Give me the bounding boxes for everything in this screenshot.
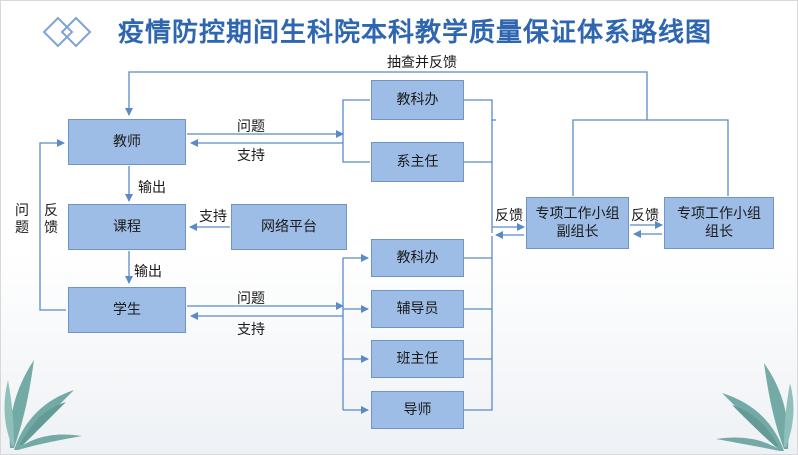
- palm-leaf-right-decoration: [716, 363, 794, 451]
- deputy-leader-box: 专项工作小组副组长: [526, 197, 629, 249]
- dept-head-box: 系主任: [371, 142, 464, 182]
- feedback-right-label: 反馈: [631, 208, 659, 224]
- output-label-2: 输出: [134, 264, 162, 280]
- class-teacher-box: 班主任: [371, 340, 464, 378]
- teacher-box: 教师: [68, 119, 186, 165]
- page-title: 疫情防控期间生科院本科教学质量保证体系路线图: [118, 18, 713, 48]
- question-top-label: 问题: [237, 119, 265, 135]
- palm-leaf-left-decoration: [4, 360, 82, 450]
- support-top-label: 支持: [237, 148, 265, 164]
- diamond-logo-icon: [42, 16, 92, 48]
- office-top-box: 教科办: [371, 80, 464, 120]
- student-box: 学生: [68, 287, 186, 333]
- counselor-box: 辅导员: [371, 290, 464, 328]
- question-bottom-label: 问题: [237, 291, 265, 307]
- support-platform-label: 支持: [199, 209, 227, 225]
- output-label-1: 输出: [138, 180, 166, 196]
- left-feedback-label: 反馈: [44, 203, 58, 236]
- course-box: 课程: [68, 204, 186, 250]
- left-question-label: 问题: [15, 203, 29, 236]
- support-bottom-label: 支持: [237, 322, 265, 338]
- feedback-mid-label: 反馈: [495, 208, 523, 224]
- office-bottom-box: 教科办: [371, 239, 464, 277]
- platform-box: 网络平台: [231, 204, 347, 250]
- tutor-box: 导师: [371, 391, 464, 429]
- leader-box: 专项工作小组组长: [664, 197, 774, 249]
- sample-feedback-label: 抽查并反馈: [387, 55, 457, 71]
